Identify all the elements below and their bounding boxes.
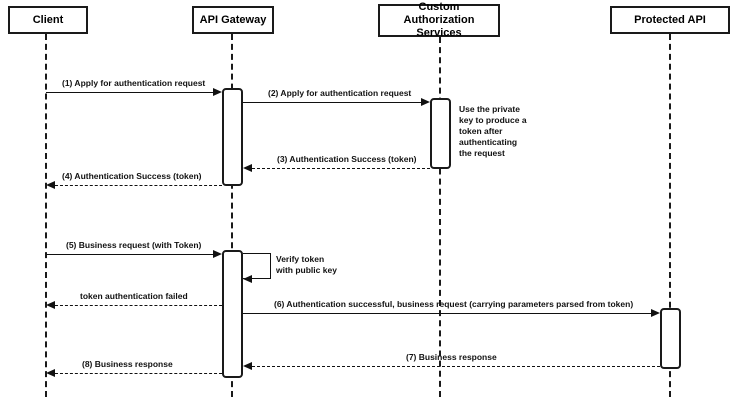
message-label-6: (6) Authentication successful, business …	[274, 299, 634, 309]
activation-bar-api-gateway-auth	[222, 88, 243, 186]
self-message-loop-verify-token	[243, 253, 271, 279]
message-label-3: (3) Authentication Success (token)	[277, 154, 417, 164]
activation-bar-api-gateway-business	[222, 250, 243, 378]
activation-bar-custom-authorization-services	[430, 98, 451, 169]
participant-box-protected-api[interactable]: Protected API	[610, 6, 730, 34]
message-arrowhead-4	[46, 180, 55, 189]
message-line-6	[243, 313, 651, 314]
participant-label-client: Client	[32, 13, 64, 26]
message-line-4	[55, 185, 222, 186]
activation-bar-protected-api	[660, 308, 681, 369]
message-arrowhead-5	[213, 249, 222, 258]
message-line-2	[243, 102, 421, 103]
message-line-3	[252, 168, 430, 169]
message-label-5: (5) Business request (with Token)	[66, 240, 202, 250]
message-label-7: (7) Business response	[406, 352, 497, 362]
lifeline-line-client	[45, 34, 47, 397]
lifeline-line-custom-authorization-services	[439, 37, 441, 397]
note-private-key: Use the private key to produce a token a…	[459, 104, 527, 158]
message-line-1	[46, 92, 213, 93]
message-arrowhead-6	[651, 308, 660, 317]
message-arrowhead-3	[243, 163, 252, 172]
message-arrowhead-token-failed	[46, 300, 55, 309]
participant-label-api-gateway: API Gateway	[199, 13, 267, 26]
message-line-token-failed	[55, 305, 222, 306]
message-line-8	[55, 373, 222, 374]
lifeline-line-api-gateway	[231, 34, 233, 397]
self-message-label-verify-token: Verify token with public key	[276, 254, 337, 275]
message-label-token-failed: token authentication failed	[80, 291, 188, 301]
message-line-5	[46, 254, 213, 255]
message-label-1: (1) Apply for authentication request	[62, 78, 206, 88]
message-label-2: (2) Apply for authentication request	[268, 88, 412, 98]
message-line-7	[252, 366, 660, 367]
lifeline-line-protected-api	[669, 34, 671, 397]
message-arrowhead-8	[46, 368, 55, 377]
participant-box-custom-authorization-services[interactable]: Custom Authorization Services	[378, 1, 500, 39]
participant-box-client[interactable]: Client	[8, 6, 88, 34]
participant-label-protected-api: Protected API	[634, 13, 706, 26]
message-label-8: (8) Business response	[82, 359, 173, 369]
self-message-arrowhead-verify-token	[243, 274, 252, 283]
message-arrowhead-7	[243, 361, 252, 370]
message-arrowhead-1	[213, 87, 222, 96]
participant-label-custom-authorization-services: Custom Authorization Services	[403, 1, 475, 39]
participant-box-api-gateway[interactable]: API Gateway	[192, 6, 274, 34]
message-arrowhead-2	[421, 97, 430, 106]
message-label-4: (4) Authentication Success (token)	[62, 171, 202, 181]
